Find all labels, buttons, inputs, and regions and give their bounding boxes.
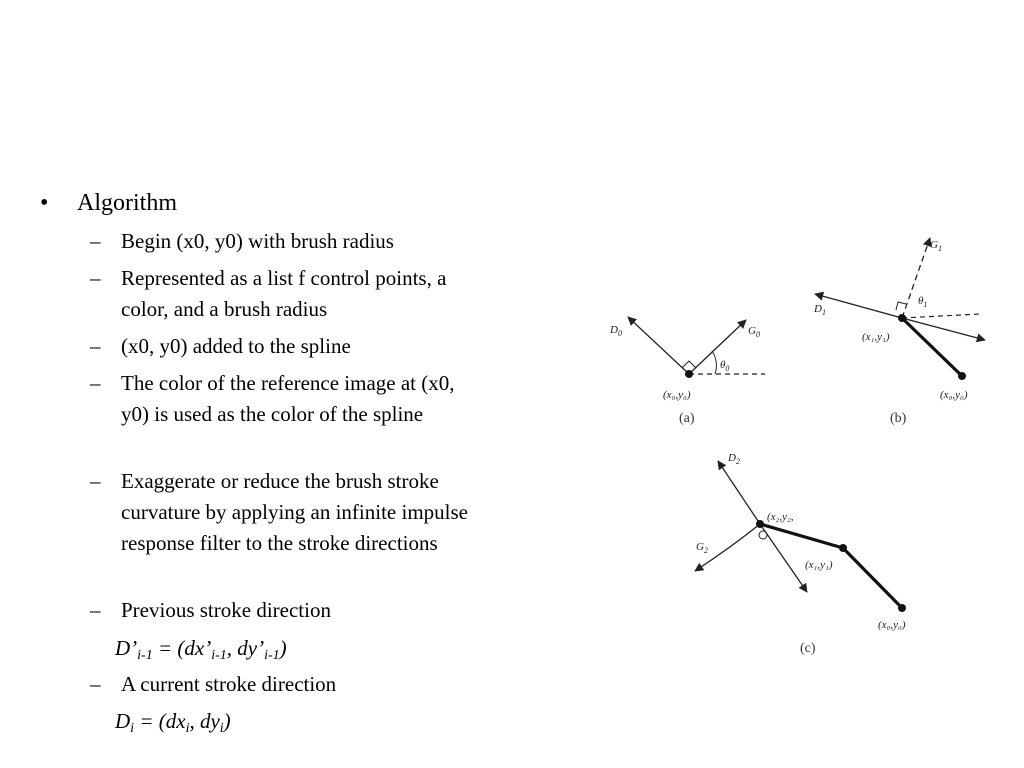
dash-marker: – <box>90 469 101 493</box>
slide-text: • Algorithm – Begin (x0, y0) with brush … <box>0 0 500 768</box>
stroke-segment-c1 <box>759 522 844 550</box>
label-a-point: (x₀,y₀) <box>663 389 691 401</box>
angle-arc <box>711 350 717 375</box>
formula-subscript: i <box>130 721 135 736</box>
arrow-d1 <box>814 291 903 319</box>
arrow-g0 <box>688 319 747 375</box>
formula-part: ) <box>223 709 231 733</box>
formula-part: = (dx’ <box>152 636 212 660</box>
stroke-segment-b <box>900 316 964 378</box>
dash-marker: – <box>90 229 101 253</box>
panel-b: G1 D1 θ1 (x₁,y₁) (x₀,y₀) (b) <box>813 237 986 426</box>
caption-a: (a) <box>679 411 695 426</box>
dash-marker: – <box>90 266 101 290</box>
arrow-g2 <box>694 523 761 572</box>
stroke-segment-c2 <box>841 546 904 610</box>
bullet-marker: • <box>40 190 49 216</box>
point-x2y2 <box>756 520 764 528</box>
arrow-g1 <box>901 237 932 319</box>
panel-c: D2 G2 (x₂,y₂, (x₁,y₁) (x₀,y₀) (c) <box>694 452 906 656</box>
formula-subscript: i-1 <box>264 648 280 663</box>
point-x0y0-b <box>958 372 966 380</box>
arrow-d0 <box>627 316 690 375</box>
label-d2: D2 <box>727 452 740 466</box>
arrow-direction-c <box>759 523 808 593</box>
label-g0: G0 <box>748 325 760 339</box>
arrow-direction <box>901 317 986 343</box>
sub-bullet-text: The color of the reference image at (x0,… <box>121 371 455 426</box>
formula-part: , dy <box>189 709 220 733</box>
point-x0y0 <box>685 370 693 378</box>
formula-part: ) <box>279 636 287 660</box>
panel-a: D0 G0 θ0 (x₀,y₀) (a) <box>609 316 765 426</box>
caption-b: (b) <box>890 411 907 426</box>
point-x0y0-c <box>898 604 906 612</box>
label-c-point1: (x₁,y₁) <box>805 559 833 571</box>
dash-marker: – <box>90 598 101 622</box>
label-d1: D1 <box>813 303 826 317</box>
sub-bullet-text: (x0, y0) added to the spline <box>121 334 351 358</box>
formula-part: = (dx <box>134 709 186 733</box>
point-x1y1-c <box>839 544 847 552</box>
figure-svg: D0 G0 θ0 (x₀,y₀) (a) G1 D1 θ1 (x₁,y₁) <box>609 237 986 656</box>
formula-part: D <box>115 709 131 733</box>
right-angle-mark-b <box>895 301 907 311</box>
stroke-direction-figure: D0 G0 θ0 (x₀,y₀) (a) G1 D1 θ1 (x₁,y₁) <box>600 228 1010 668</box>
caption-c: (c) <box>800 641 816 656</box>
dashed-line-b <box>901 313 981 319</box>
sub-bullet-text: A current stroke direction <box>121 672 337 696</box>
dash-marker: – <box>90 371 101 395</box>
arrow-d2 <box>717 460 761 525</box>
right-angle-mark <box>681 360 697 369</box>
label-d0: D0 <box>609 324 622 338</box>
sub-bullet-text: Previous stroke direction <box>121 598 331 622</box>
label-g1: G1 <box>930 239 942 253</box>
formula-subscript: i <box>185 721 190 736</box>
formula-current-direction: Di = (dxi, dyi) <box>115 706 231 736</box>
formula-subscript: i <box>219 721 224 736</box>
sub-bullet-text: Represented as a list f control points, … <box>121 266 447 321</box>
label-c-point0: (x₀,y₀) <box>878 619 906 631</box>
dash-marker: – <box>90 672 101 696</box>
label-c-point2: (x₂,y₂, <box>767 511 794 523</box>
bullet-label: Algorithm <box>77 190 177 216</box>
formula-subscript: i-1 <box>137 648 153 663</box>
sub-bullet-text: Exaggerate or reduce the brush stroke cu… <box>121 469 468 555</box>
right-angle-mark-c <box>758 530 768 540</box>
point-x1y1 <box>898 314 906 322</box>
formula-part: , dy’ <box>226 636 265 660</box>
label-g2: G2 <box>696 541 708 555</box>
formula-subscript: i-1 <box>211 648 227 663</box>
label-b-point0: (x₀,y₀) <box>940 389 968 401</box>
formula-previous-direction: D’i-1 = (dx’i-1, dy’i-1) <box>115 633 287 663</box>
label-theta0: θ0 <box>720 359 729 373</box>
label-b-point1: (x₁,y₁) <box>862 331 890 343</box>
sub-bullet-text: Begin (x0, y0) with brush radius <box>121 229 394 253</box>
dash-marker: – <box>90 334 101 358</box>
formula-part: D’ <box>115 636 138 660</box>
label-theta1: θ1 <box>918 295 927 309</box>
